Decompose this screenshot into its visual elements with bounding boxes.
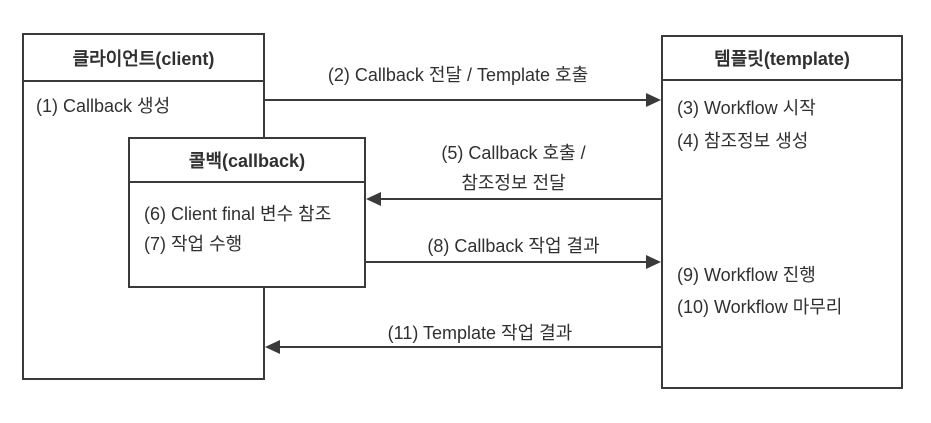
arrow-11-label: (11) Template 작업 결과 [387, 323, 573, 343]
template-box-title: 템플릿(template) [663, 37, 901, 81]
arrow-2-line [265, 99, 649, 101]
callback-box-title: 콜백(callback) [130, 139, 364, 183]
arrow-2-label: (2) Callback 전달 / Template 호출 [327, 65, 589, 85]
arrow-8-label: (8) Callback 작업 결과 [427, 236, 600, 256]
template-step-10: (10) Workflow 마무리 [677, 297, 843, 317]
arrow-5-label-line2: 참조정보 전달 [461, 173, 566, 193]
template-step-3: (3) Workflow 시작 [677, 98, 816, 118]
template-step-9: (9) Workflow 진행 [677, 265, 816, 285]
client-box-title: 클라이언트(client) [24, 35, 263, 82]
arrow-5-arrowhead-left-icon [366, 192, 381, 206]
template-step-4: (4) 참조정보 생성 [677, 131, 809, 151]
arrow-2-arrowhead-right-icon [646, 93, 661, 107]
arrow-8-arrowhead-right-icon [646, 255, 661, 269]
client-step-1: (1) Callback 생성 [36, 96, 171, 116]
template-box: 템플릿(template) (3) Workflow 시작 (4) 참조정보 생… [661, 35, 903, 389]
arrow-5-label-line1: (5) Callback 호출 / [441, 143, 586, 163]
callback-step-6: (6) Client final 변수 참조 [144, 204, 332, 224]
callback-step-7: (7) 작업 수행 [144, 234, 243, 254]
arrow-11-arrowhead-left-icon [265, 340, 280, 354]
arrow-11-line [278, 346, 661, 348]
arrow-8-line [366, 261, 649, 263]
callback-box: 콜백(callback) (6) Client final 변수 참조 (7) … [128, 137, 366, 288]
arrow-5-line [379, 198, 661, 200]
